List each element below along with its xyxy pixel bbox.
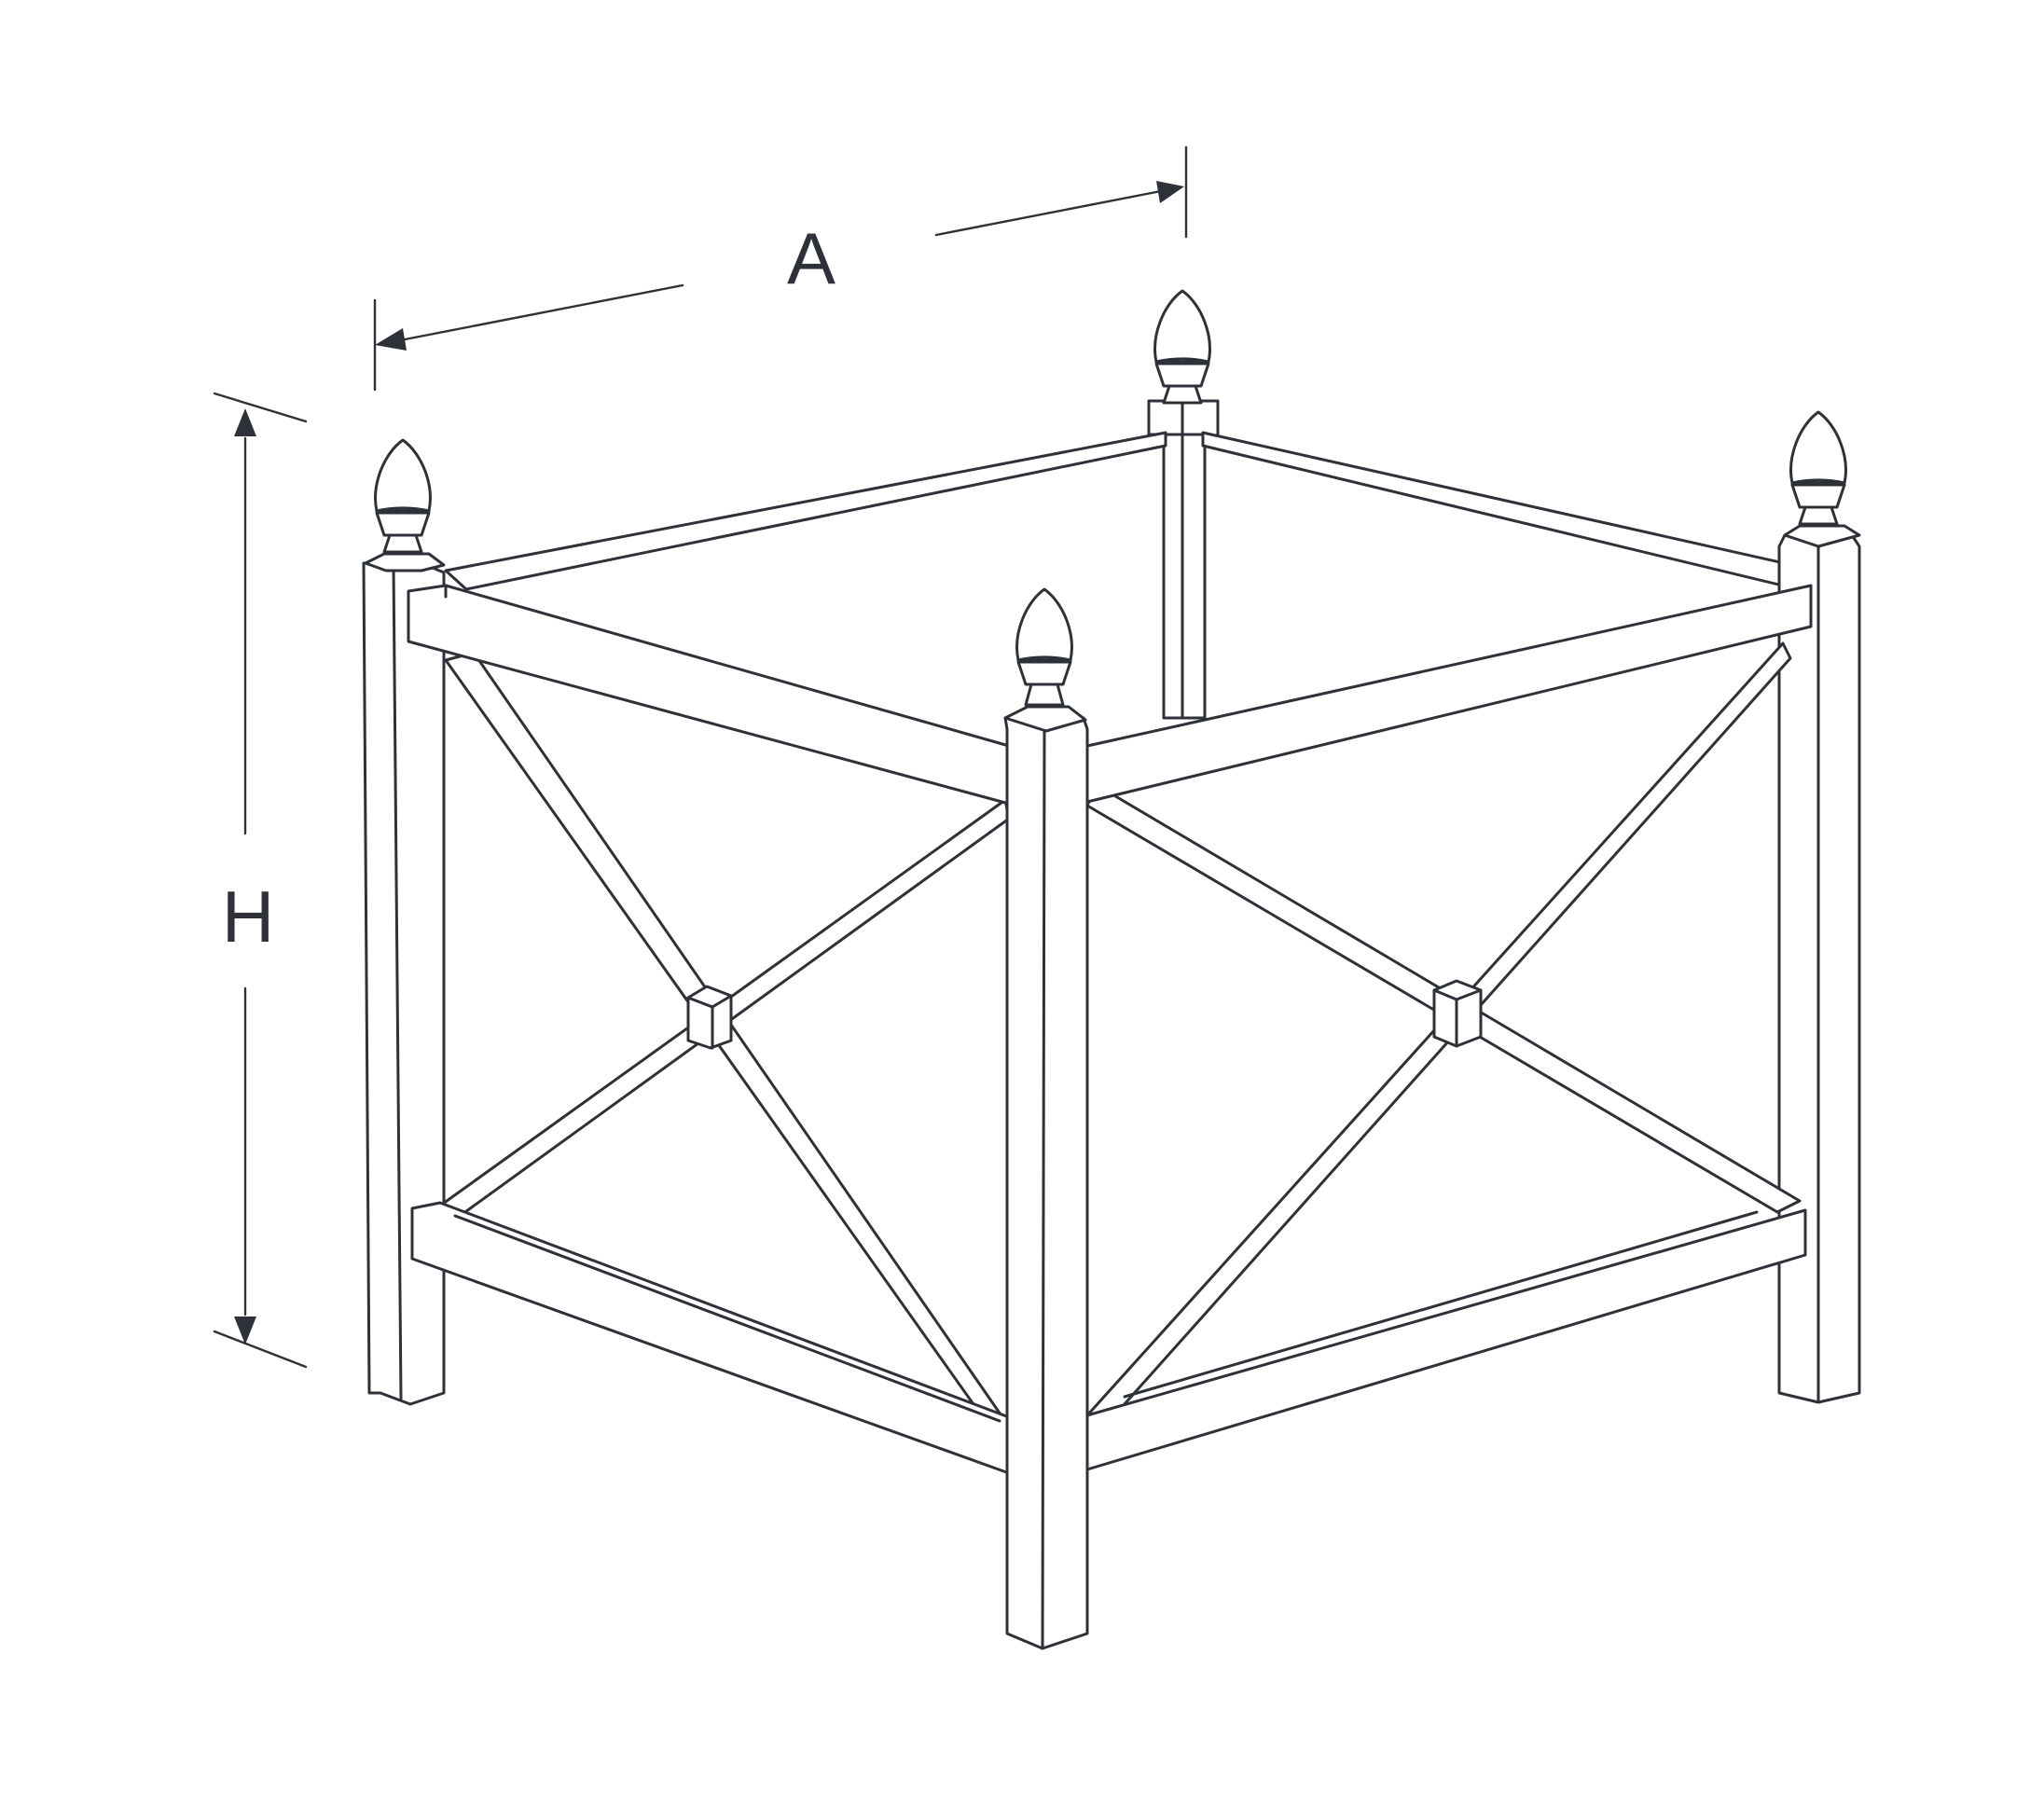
right-panel-bottom-rail — [1085, 1208, 1807, 1471]
back-post — [1147, 399, 1220, 720]
dimension-a-left-arrow — [375, 328, 407, 351]
right-post — [1777, 524, 1861, 1404]
left-panel-bottom-rail — [410, 1201, 1011, 1475]
left-panel-hub — [686, 985, 733, 1050]
front-post — [1003, 705, 1089, 1650]
left-post — [362, 552, 446, 1406]
finial-front — [1015, 587, 1073, 707]
right-panel — [1085, 584, 1813, 1471]
dimension-a-label: A — [787, 217, 836, 299]
back-left-top-rail — [444, 431, 1167, 591]
dimension-a-right-line — [934, 188, 1167, 237]
left-post-body — [362, 561, 446, 1406]
finial-right — [1789, 410, 1847, 526]
dimension-h-bottom-arrow — [234, 1317, 256, 1344]
dimension-h-label: H — [222, 876, 274, 958]
back-right-top-rail — [1201, 431, 1811, 589]
dimension-h-top-arrow — [234, 408, 256, 436]
front-post-body — [1003, 716, 1089, 1650]
finial-left — [374, 438, 432, 554]
left-panel — [407, 584, 1011, 1475]
dimension-a-right-arrow — [1156, 181, 1184, 203]
finial-back — [1153, 289, 1211, 405]
dimension-h-top-tick — [213, 392, 308, 423]
dimension-h-bottom-tick — [213, 1330, 308, 1369]
right-post-cap — [1783, 524, 1861, 548]
dimension-a: A — [373, 145, 1188, 392]
dimension-h: H — [213, 392, 308, 1369]
front-post-cap — [1003, 705, 1087, 733]
dimension-a-left-line — [394, 283, 684, 343]
left-post-cap — [364, 552, 446, 572]
